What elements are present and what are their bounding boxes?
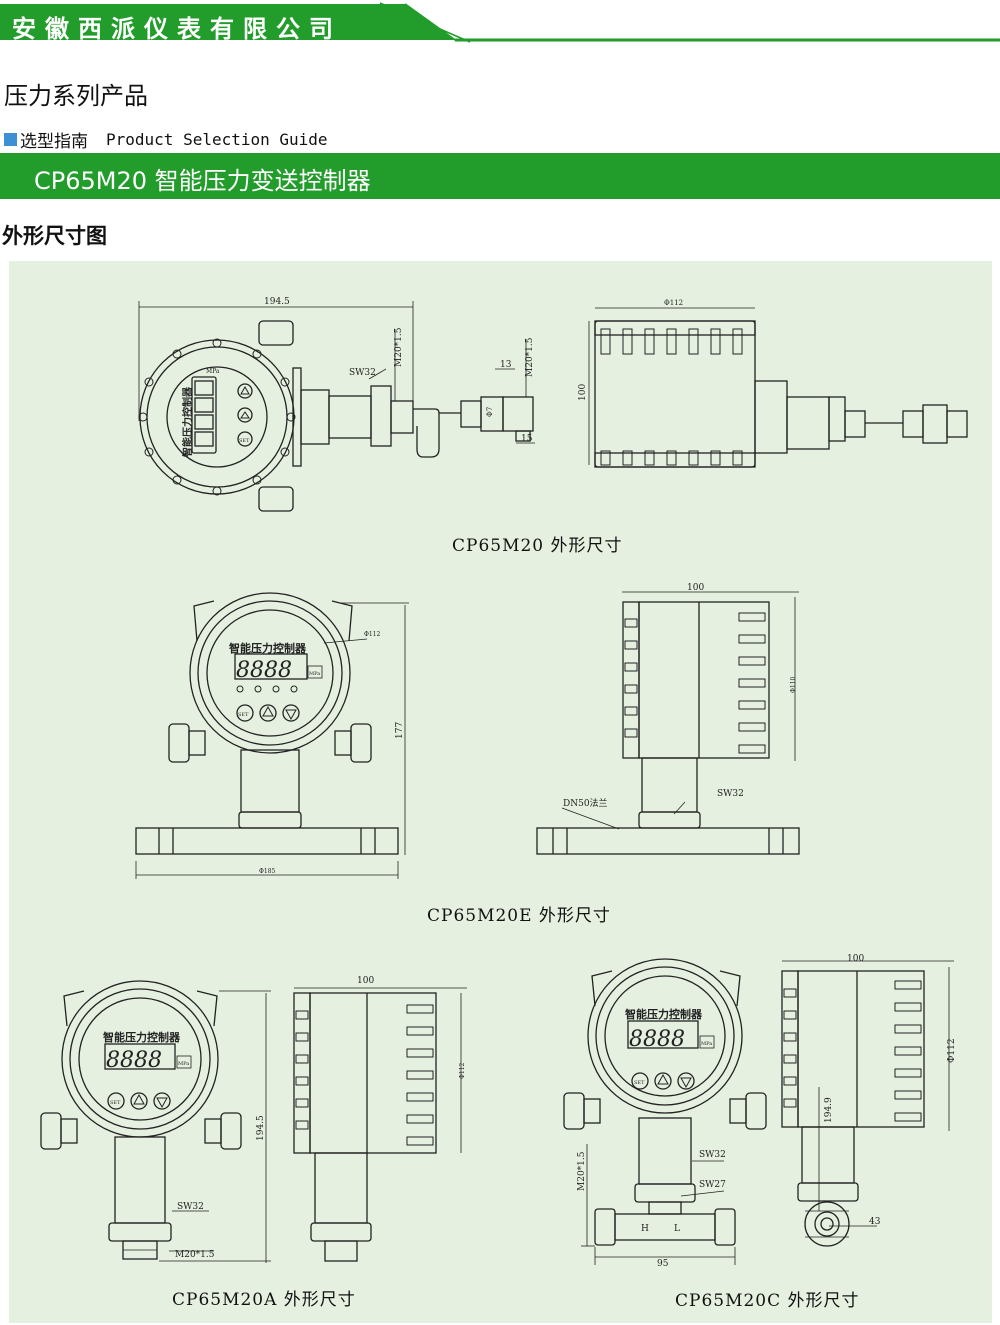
drawing-panel: 194.5 SW32 M20*1.5 M20*1.5 13 15 Φ7 Φ112… — [9, 261, 992, 1323]
d4-side-dia: Φ112 — [947, 1038, 957, 1063]
guide-en: Product Selection Guide — [106, 130, 328, 149]
d4-unit: MPa — [701, 1041, 712, 1047]
d1-unit: MPa — [206, 368, 220, 375]
d1-sw: SW32 — [349, 368, 376, 378]
d3-thread: M20*1.5 — [175, 1250, 215, 1260]
d1-dia: Φ112 — [664, 299, 683, 307]
d4-front-view — [563, 958, 767, 1246]
d1-side-view — [594, 320, 968, 468]
selection-guide-heading: 选型指南 Product Selection Guide — [4, 127, 328, 152]
caption-cp65m20c: CP65M20C 外形尺寸 — [675, 1291, 860, 1311]
company-name: 安徽西派仪表有限公司 — [12, 15, 342, 43]
d3-height: 194.5 — [256, 1115, 266, 1141]
d1-dim-width: 194.5 — [264, 297, 290, 307]
d1-d15: 15 — [521, 434, 533, 444]
d3-side-dia: Φ112 — [459, 1062, 466, 1079]
d2-side-width: 100 — [687, 583, 704, 593]
d3-front-view — [40, 980, 242, 1260]
d4-digits: 8888 — [629, 1027, 685, 1052]
d4-h: H — [641, 1224, 649, 1234]
d4-sw1: SW32 — [699, 1150, 726, 1160]
d1-front-view — [138, 320, 534, 512]
d1-dimension-lines — [138, 301, 755, 465]
d1-phi7: Φ7 — [486, 407, 494, 417]
d2-dia: Φ112 — [364, 631, 381, 638]
d2-side-view — [536, 601, 800, 855]
d4-height: 194.9 — [824, 1097, 834, 1123]
square-bullet-icon — [4, 133, 17, 146]
d1-set: SET — [239, 438, 250, 444]
d3-side-view — [293, 992, 437, 1262]
product-name: CP65M20 智能压力变送控制器 — [34, 167, 371, 195]
d1-label: 智能压力控制器 — [181, 386, 194, 457]
d1-height: 100 — [578, 384, 588, 401]
d1-thread: M20*1.5 — [394, 327, 404, 367]
caption-cp65m20e: CP65M20E 外形尺寸 — [427, 906, 611, 926]
d2-unit: MPa — [309, 671, 320, 677]
technical-drawings: 194.5 SW32 M20*1.5 M20*1.5 13 15 Φ7 Φ112… — [40, 297, 968, 1269]
d3-dimension-lines — [159, 987, 467, 1263]
d4-sw2: SW27 — [699, 1180, 726, 1190]
d2-label: 智能压力控制器 — [229, 641, 307, 655]
d2-dimension-lines — [135, 591, 799, 879]
d4-side-width: 100 — [847, 954, 864, 964]
d2-flange-dia: Φ185 — [259, 868, 276, 875]
d4-d43: 43 — [869, 1217, 881, 1227]
d2-height: 177 — [395, 722, 405, 739]
d1-thread2: M20*1.5 — [525, 337, 535, 377]
product-title-bar: CP65M20 智能压力变送控制器 — [0, 153, 1000, 199]
d4-set: SET — [634, 1080, 645, 1086]
d2-set: SET — [238, 712, 249, 718]
d4-side-view — [781, 970, 925, 1247]
section-title: 外形尺寸图 — [2, 224, 107, 248]
d2-side-dia: Φ110 — [790, 676, 797, 693]
d3-label: 智能压力控制器 — [103, 1030, 181, 1044]
caption-cp65m20: CP65M20 外形尺寸 — [452, 536, 623, 556]
d3-sw: SW32 — [177, 1202, 204, 1212]
d2-flange: DN50法兰 — [563, 797, 608, 809]
d4-width: 95 — [657, 1259, 669, 1269]
d3-side-width: 100 — [357, 976, 374, 986]
d4-label: 智能压力控制器 — [625, 1007, 703, 1021]
d2-digits: 8888 — [236, 658, 292, 683]
d3-set: SET — [110, 1100, 121, 1106]
d2-sw: SW32 — [717, 789, 744, 799]
d4-l: L — [674, 1224, 680, 1234]
d3-unit: MPa — [178, 1061, 189, 1067]
d2-front-view — [135, 592, 399, 855]
d3-digits: 8888 — [106, 1048, 162, 1073]
d4-thread: M20*1.5 — [577, 1151, 587, 1191]
caption-cp65m20a: CP65M20A 外形尺寸 — [172, 1290, 356, 1310]
d4-dimension-lines — [581, 960, 954, 1265]
header-banner — [0, 2, 1000, 43]
guide-cn: 选型指南 — [20, 132, 88, 152]
series-title: 压力系列产品 — [4, 82, 148, 110]
d1-d13: 13 — [500, 360, 512, 370]
